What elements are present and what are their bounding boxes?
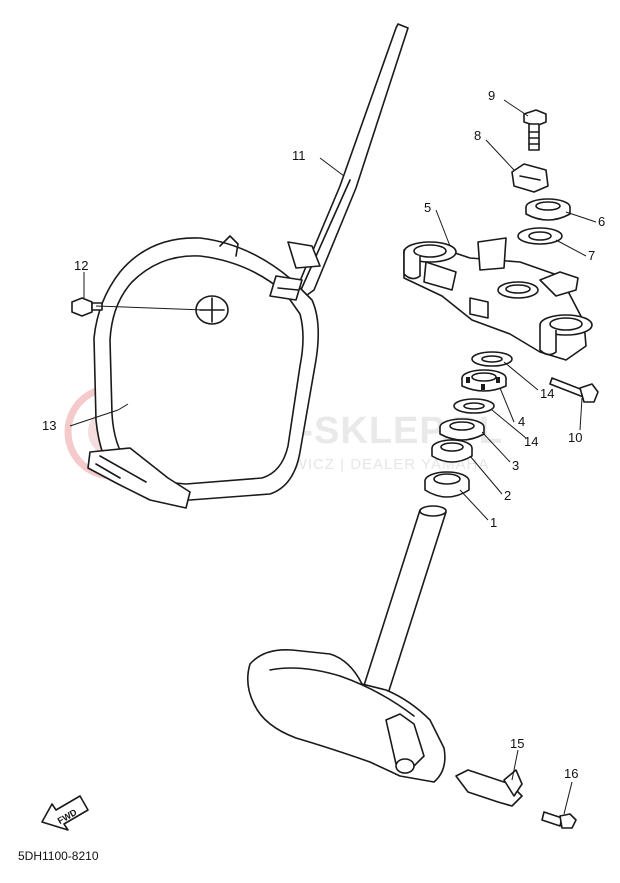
number-plate-part-11 — [87, 23, 409, 509]
callout-2: 2 — [504, 488, 511, 503]
cable-guide-part-15 — [455, 769, 523, 807]
steering-stem-assembly — [246, 505, 447, 783]
callout-1: 1 — [490, 515, 497, 530]
ring-nut-part-4 — [461, 369, 507, 392]
callout-9: 9 — [488, 88, 495, 103]
washer-part-14-lower — [453, 398, 495, 414]
leader-lines — [69, 99, 597, 815]
callout-10: 10 — [568, 430, 582, 445]
washer-part-7 — [517, 227, 563, 245]
bearing-race-part-2 — [431, 439, 473, 463]
bolt-part-9 — [523, 109, 547, 151]
bearing-part-3 — [439, 418, 485, 441]
callout-7: 7 — [588, 248, 595, 263]
bolt-part-12 — [71, 297, 103, 317]
callout-4: 4 — [518, 414, 525, 429]
washer-part-14-upper — [471, 351, 513, 367]
fwd-arrow-icon: FWD — [41, 795, 89, 831]
callout-6: 6 — [598, 214, 605, 229]
callout-5: 5 — [424, 200, 431, 215]
callout-13: 13 — [42, 418, 56, 433]
bolt-part-10 — [549, 377, 599, 403]
callout-12: 12 — [74, 258, 88, 273]
handlebar-holder-part-8 — [511, 163, 549, 193]
callout-8: 8 — [474, 128, 481, 143]
callout-labels: 9 8 11 5 6 7 12 13 14 4 14 3 2 1 10 15 1… — [42, 88, 605, 781]
callout-14-lower: 14 — [524, 434, 538, 449]
callout-15: 15 — [510, 736, 524, 751]
callout-16: 16 — [564, 766, 578, 781]
bearing-part-1 — [424, 471, 470, 498]
callout-3: 3 — [512, 458, 519, 473]
diagram-code: 5DH1100-8210 — [18, 849, 99, 863]
bolt-part-16 — [541, 811, 577, 829]
callout-14-upper: 14 — [540, 386, 554, 401]
collar-part-6 — [525, 198, 571, 221]
upper-bracket-part-5 — [403, 237, 593, 361]
callout-11: 11 — [292, 148, 306, 163]
